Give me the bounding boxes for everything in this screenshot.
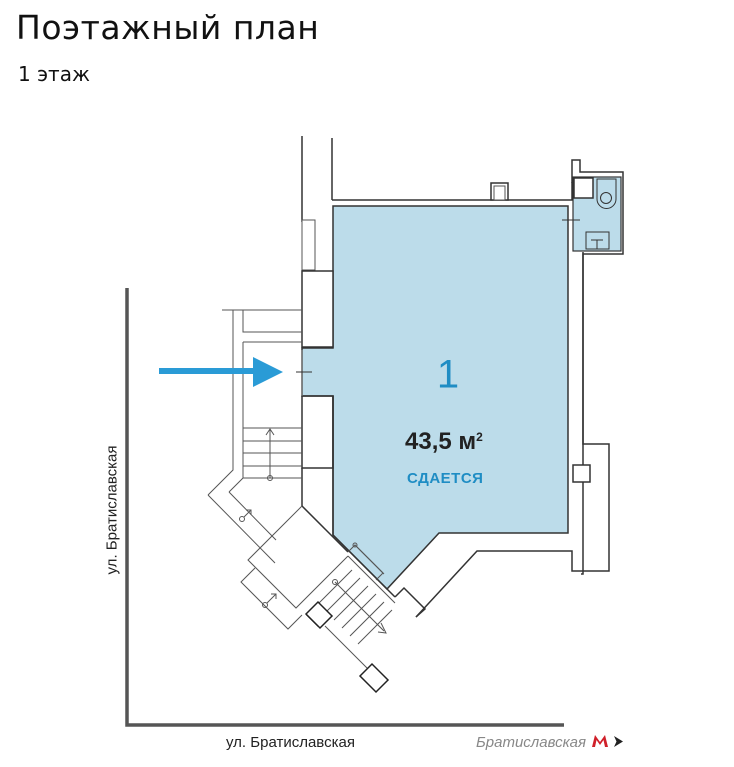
floor-label: 1 этаж: [18, 62, 90, 86]
street-lines: [125, 288, 564, 727]
room-1-area[interactable]: [301, 205, 569, 591]
metro-station-name: Братиславская: [476, 734, 587, 751]
street-label-bottom: ул. Братиславская: [226, 734, 355, 751]
metro-station: Братиславская: [476, 734, 624, 751]
staircase: [207, 309, 396, 670]
street-label-left: ул. Братиславская: [103, 445, 121, 575]
metro-m-icon: [592, 734, 609, 751]
room-area-value: 43,5 м: [405, 428, 477, 455]
room-area-unit-sup: 2: [476, 430, 483, 444]
room-status: СДАЕТСЯ: [407, 470, 484, 487]
entrance-arrow-icon: [159, 357, 283, 387]
arrow-right-icon: [614, 734, 624, 751]
page-title: Поэтажный план: [16, 8, 320, 47]
room-area: 43,5 м2: [405, 428, 483, 456]
room-number: 1: [436, 352, 460, 397]
bathroom: [562, 159, 624, 575]
